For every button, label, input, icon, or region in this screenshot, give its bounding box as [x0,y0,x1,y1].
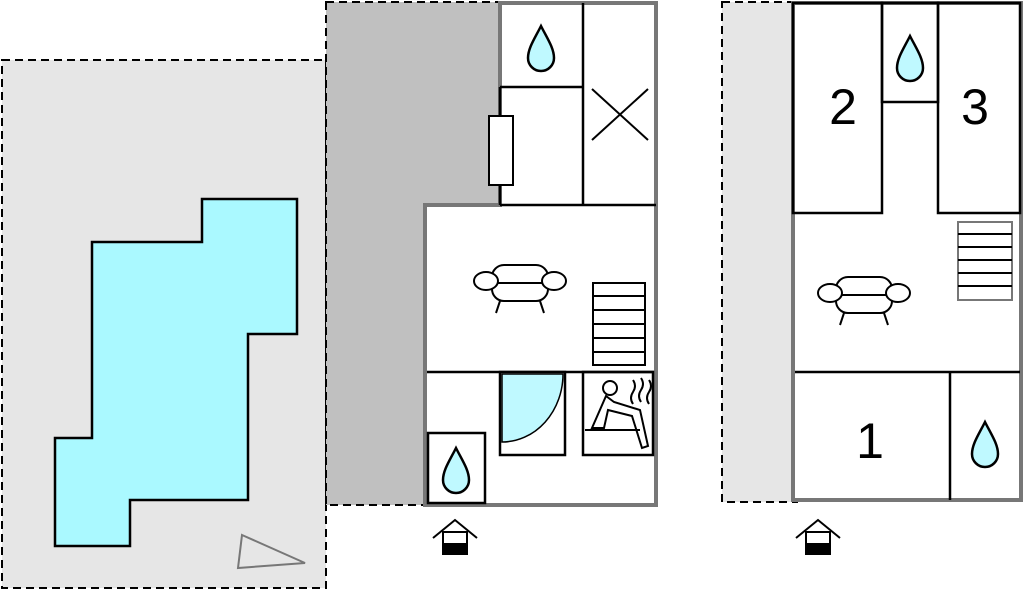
stairs-icon [957,221,1013,301]
upper-floor: 2 3 1 [721,1,1023,555]
window [488,115,514,186]
shower-cabin-icon [498,370,567,457]
wc [426,431,487,505]
pool [53,197,299,548]
terrace [1,59,327,589]
sauna-icon [581,370,655,457]
room-label-3: 3 [961,79,989,135]
room-label-1: 1 [856,413,884,469]
north-arrow-icon [236,533,306,570]
kitchen-x-icon [591,88,649,141]
ground-floor [423,1,658,555]
stairs-icon [592,282,646,366]
room-label-2: 2 [829,79,857,135]
entrance-icon [432,519,478,555]
entrance-icon [795,519,841,555]
